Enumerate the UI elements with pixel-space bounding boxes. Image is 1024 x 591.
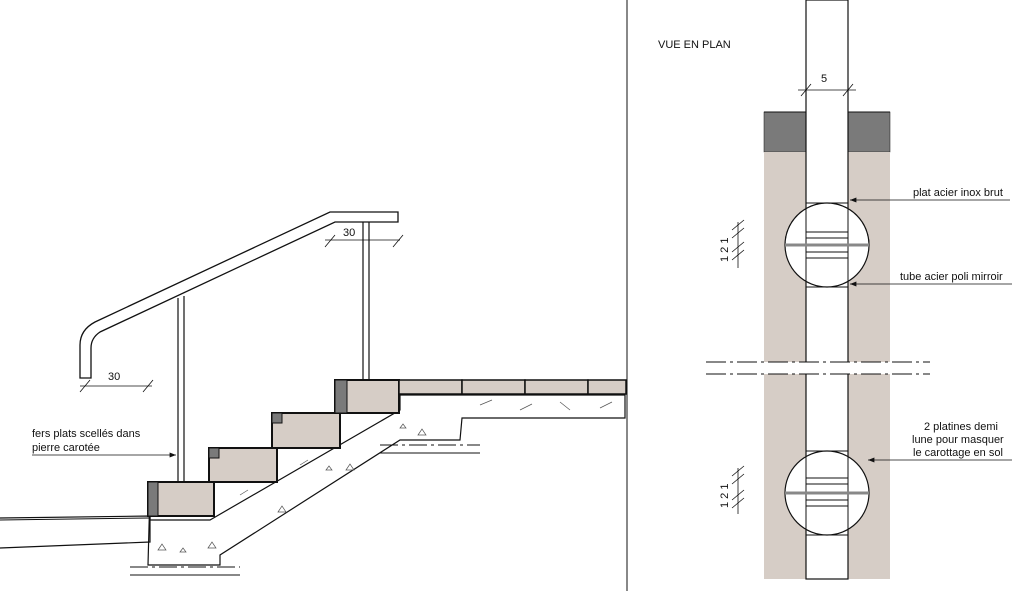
label-plat: plat acier inox brut (850, 187, 1010, 203)
step-2 (208, 447, 278, 483)
concrete-hatch (157, 399, 613, 553)
spacing-upper: 1 2 1 (719, 219, 745, 268)
label-platines-1: 2 platines demi (924, 421, 998, 433)
handrail (79, 211, 399, 482)
label-platines: 2 platines demi lune pour masquer le car… (868, 421, 1012, 463)
label-plat-text: plat acier inox brut (913, 187, 1003, 199)
label-tube: tube acier poli mirroir (850, 271, 1012, 287)
spacing-lower: 1 2 1 (719, 465, 745, 514)
spacing-upper-text: 1 2 1 (719, 238, 731, 262)
plan-title: VUE EN PLAN (658, 39, 731, 51)
label-platines-3: le carottage en sol (913, 447, 1003, 459)
landing-paving (398, 379, 627, 395)
label-fers-line1: fers plats scellés dans (32, 428, 141, 440)
label-platines-2: lune pour masquer (912, 434, 1004, 446)
break-lines (706, 361, 930, 375)
dim-top-text: 30 (343, 227, 355, 239)
plan-view: VUE EN PLAN 5 (658, 0, 1012, 580)
post-upper (784, 202, 870, 288)
stair-elevation: 30 30 fers plats scellés dans pierre car… (0, 211, 627, 576)
step-3 (271, 412, 341, 449)
concrete-slab (147, 394, 626, 566)
dim-width-text: 5 (821, 73, 827, 85)
label-fers-plats: fers plats scellés dans pierre carotée (32, 428, 176, 458)
stone-steps (147, 379, 400, 517)
spacing-lower-text: 1 2 1 (719, 484, 731, 508)
dim-bottom-text: 30 (108, 371, 120, 383)
dimension-bottom: 30 (79, 371, 154, 393)
dimension-top: 30 (324, 227, 404, 248)
step-1 (147, 481, 215, 517)
label-fers-line2: pierre carotée (32, 442, 100, 454)
label-tube-text: tube acier poli mirroir (900, 271, 1003, 283)
dimension-width: 5 (798, 73, 856, 97)
ground-line (0, 515, 151, 549)
post-lower (784, 450, 870, 536)
